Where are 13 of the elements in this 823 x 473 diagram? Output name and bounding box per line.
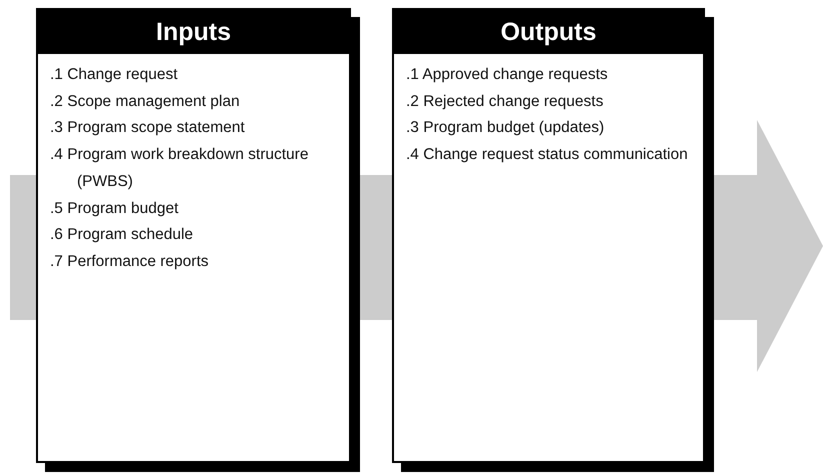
card-heading: Outputs — [394, 10, 703, 54]
card-heading: Inputs — [38, 10, 349, 54]
list-item: .1 Change request — [50, 65, 179, 85]
list-item: .1 Approved change requests — [406, 65, 609, 85]
list-item: .4 Program work breakdown structure (PWBS) — [50, 145, 310, 192]
list-item: .3 Program budget (updates) — [406, 118, 606, 138]
list-item: .3 Program scope statement — [50, 118, 246, 138]
list-item: .2 Rejected change requests — [406, 92, 604, 112]
list-item: .6 Program schedule — [50, 225, 194, 246]
list-item: .5 Program budget — [50, 198, 180, 219]
list-item: .4 Change request status communication — [406, 145, 689, 166]
list-item: .2 Scope management plan — [50, 92, 241, 112]
list-item: .7 Performance reports — [50, 252, 210, 272]
